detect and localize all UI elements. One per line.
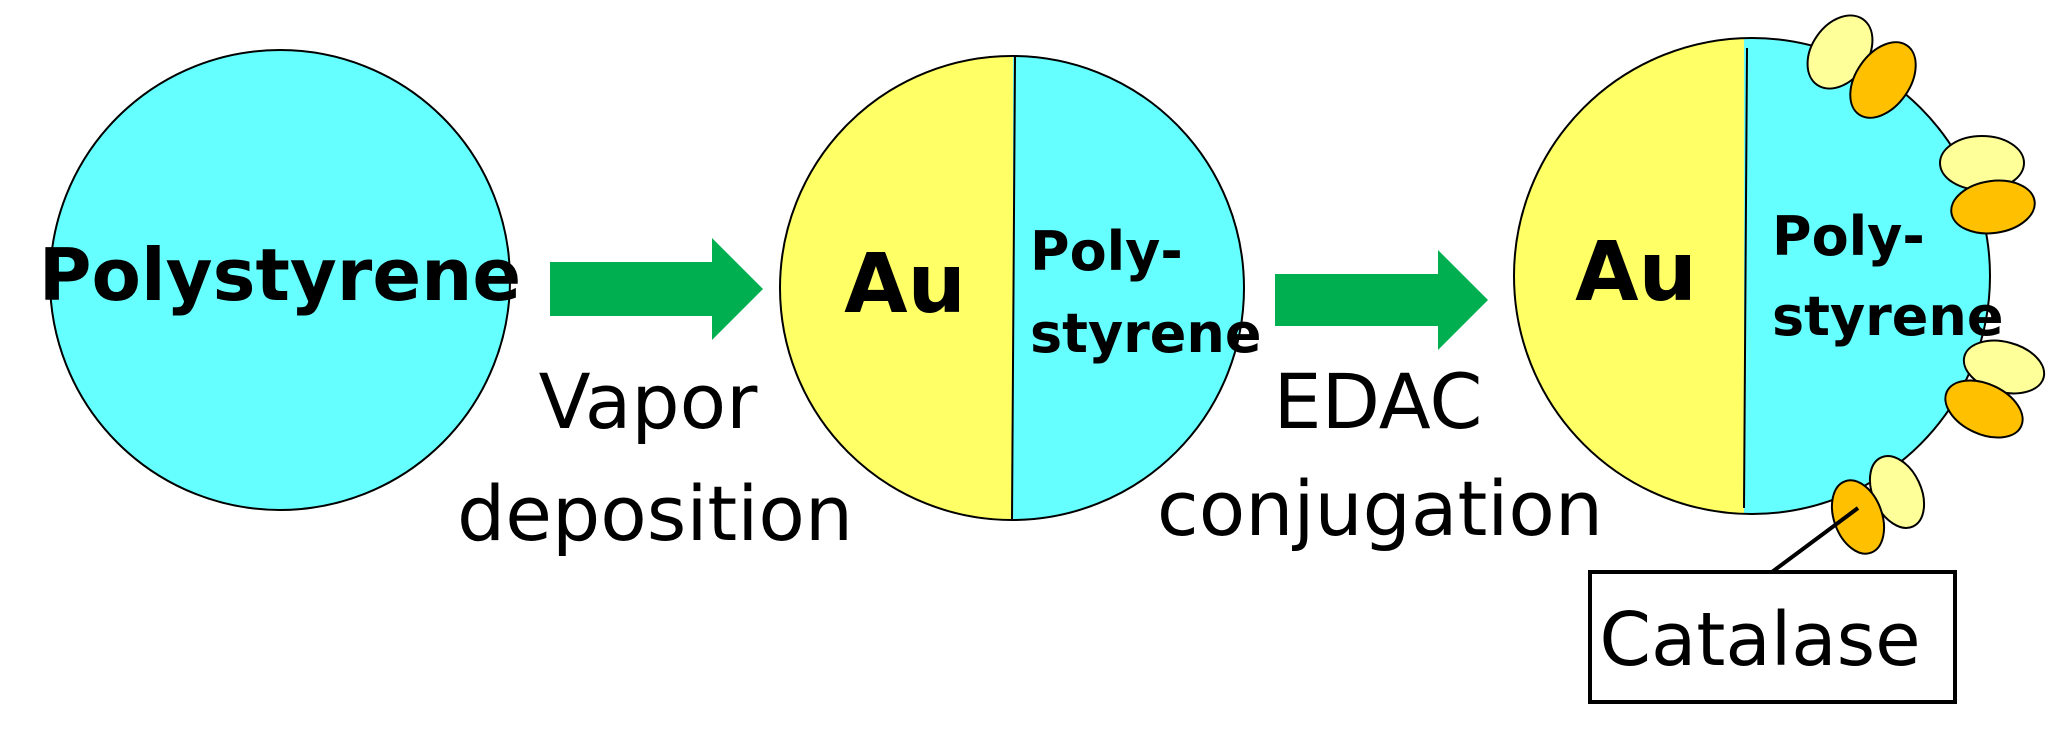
- catalase-subunit-dark: [1950, 179, 2036, 235]
- conjugation-label: conjugation: [1157, 464, 1603, 553]
- poly-label-line1: Poly-: [1030, 220, 1183, 283]
- catalase-molecule: [1806, 14, 1917, 119]
- hemisphere-divider: [1011, 56, 1016, 521]
- vapor-label: Vapor: [539, 357, 758, 446]
- catalase-label: Catalase: [1599, 597, 1920, 683]
- arrow-right-icon: [1275, 250, 1488, 350]
- callout-leader-line: [1770, 506, 1860, 574]
- catalase-callout: Catalase: [1588, 506, 1957, 704]
- catalase-subunit-dark: [1944, 379, 2024, 439]
- poly-label-line1: Poly-: [1772, 205, 1925, 268]
- stage-polystyrene-sphere: Polystyrene: [39, 49, 521, 511]
- catalase-subunit-dark: [1849, 41, 1917, 119]
- deposition-label: deposition: [457, 469, 853, 558]
- stage-janus-particle: Au Poly- styrene: [779, 55, 1261, 521]
- arrow-right-icon: [550, 238, 763, 340]
- polystyrene-label: Polystyrene: [39, 233, 521, 317]
- edac-label: EDAC: [1274, 357, 1483, 446]
- catalase-molecule: [1830, 455, 1926, 555]
- polystyrene-hemisphere: [1013, 56, 1244, 520]
- callout-box: [1588, 570, 1957, 704]
- vapor-deposition-step: Vapor deposition: [457, 238, 853, 558]
- poly-label-line2: styrene: [1772, 285, 2003, 348]
- polystyrene-sphere: [49, 49, 511, 511]
- catalase-molecule: [1939, 135, 2036, 235]
- edac-conjugation-step: EDAC conjugation: [1157, 250, 1603, 553]
- poly-label-line2: styrene: [1030, 302, 1261, 365]
- catalase-molecule: [1944, 339, 2046, 439]
- hemisphere-divider: [1743, 47, 1748, 509]
- au-label: Au: [1575, 225, 1697, 320]
- au-label: Au: [844, 237, 966, 332]
